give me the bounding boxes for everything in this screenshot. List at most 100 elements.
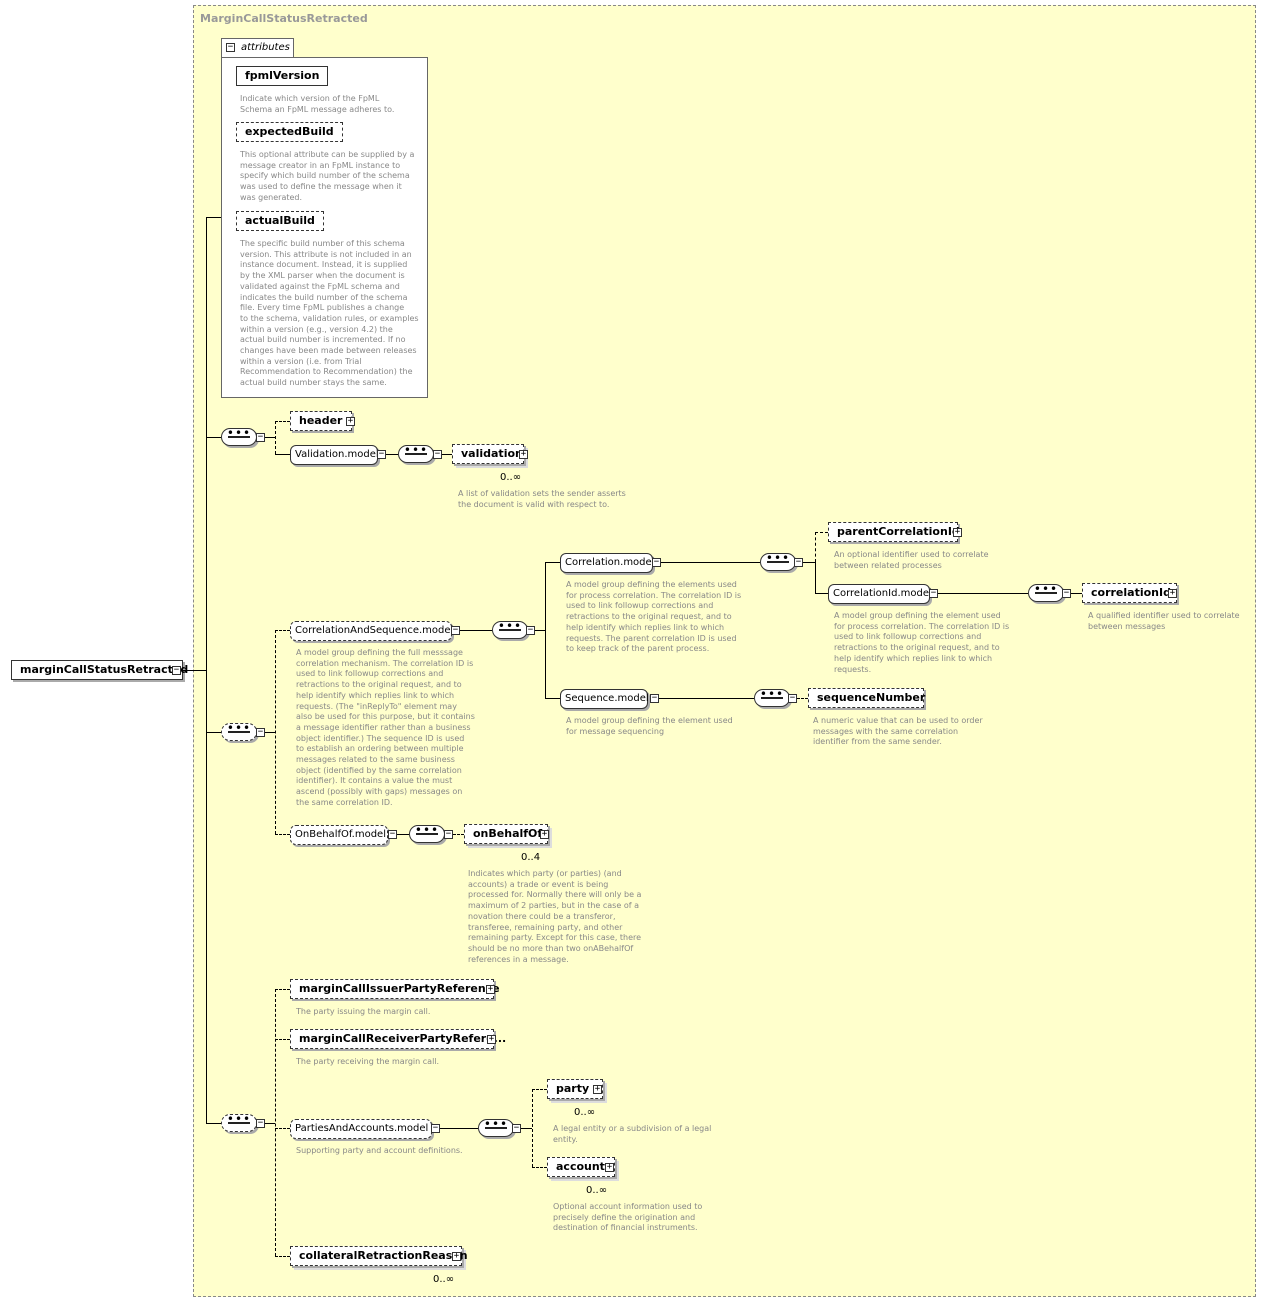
collapse-sequence-icon[interactable]: − bbox=[788, 693, 797, 703]
validation-cardinality: 0..∞ bbox=[500, 472, 522, 483]
element-parentCorrelationId[interactable]: parentCorrelationId bbox=[828, 522, 960, 542]
expand-retraction-reason-icon[interactable]: + bbox=[452, 1251, 461, 1261]
group-sequence-model[interactable]: Sequence.model bbox=[560, 689, 649, 709]
element-marginCallIssuerPartyReference[interactable]: marginCallIssuerPartyReference bbox=[290, 979, 500, 999]
element-marginCallReceiverPartyReference[interactable]: marginCallReceiverPartyRefere... bbox=[290, 1029, 506, 1049]
expand-header-icon[interactable]: + bbox=[346, 416, 355, 426]
connector bbox=[815, 562, 816, 593]
group-correlation-and-sequence-model-label: CorrelationAndSequence.model bbox=[295, 625, 454, 636]
collapse-correlationid-model-icon[interactable]: − bbox=[929, 588, 938, 598]
connector bbox=[386, 454, 398, 455]
sequence-compositor[interactable] bbox=[398, 443, 434, 463]
element-onBehalfOf[interactable]: onBehalfOf bbox=[464, 824, 548, 844]
collapse-sequence-icon[interactable]: − bbox=[512, 1123, 521, 1133]
connector bbox=[545, 562, 546, 699]
element-onBehalfOf-label: onBehalfOf bbox=[473, 827, 543, 840]
collapse-sequence-model-icon[interactable]: − bbox=[650, 693, 659, 703]
collapse-correlation-and-sequence-icon[interactable]: − bbox=[451, 625, 460, 635]
expand-correlationId-icon[interactable]: + bbox=[1168, 588, 1177, 598]
retraction-reason-cardinality: 0..∞ bbox=[433, 1274, 455, 1285]
connector bbox=[206, 217, 221, 218]
parties-and-accounts-desc: Supporting party and account definitions… bbox=[296, 1146, 463, 1155]
connector bbox=[275, 834, 290, 835]
element-account[interactable]: account bbox=[547, 1157, 615, 1177]
sequence-compositor[interactable] bbox=[221, 1112, 257, 1132]
group-correlation-and-sequence-model[interactable]: CorrelationAndSequence.model bbox=[290, 621, 454, 641]
sequence-compositor[interactable] bbox=[754, 687, 790, 707]
root-element[interactable]: marginCallStatusRetracted bbox=[11, 660, 188, 680]
collapse-sequence-icon[interactable]: − bbox=[794, 557, 803, 567]
collapse-parties-and-accounts-icon[interactable]: − bbox=[431, 1123, 440, 1133]
connector bbox=[275, 630, 276, 834]
collapse-onbehalfof-model-icon[interactable]: − bbox=[388, 829, 397, 839]
collapse-root-icon[interactable]: − bbox=[172, 665, 181, 675]
receiver-ref-desc: The party receiving the margin call. bbox=[296, 1057, 440, 1066]
group-correlationid-model[interactable]: CorrelationId.model bbox=[828, 584, 932, 604]
sequence-compositor[interactable] bbox=[492, 619, 528, 639]
attribute-expectedBuild[interactable]: expectedBuild bbox=[236, 122, 343, 142]
expand-receiver-ref-icon[interactable]: + bbox=[487, 1034, 496, 1044]
sequence-compositor[interactable] bbox=[221, 721, 257, 741]
element-parentCorrelationId-label: parentCorrelationId bbox=[837, 525, 960, 538]
expand-onBehalfOf-icon[interactable]: + bbox=[540, 829, 549, 839]
expand-issuer-ref-icon[interactable]: + bbox=[486, 984, 495, 994]
connector bbox=[275, 1039, 290, 1040]
attribute-actualBuild-desc: The specific build number of this schema… bbox=[240, 239, 419, 388]
connector bbox=[275, 989, 276, 1256]
connector bbox=[275, 421, 276, 454]
group-correlationid-model-label: CorrelationId.model bbox=[833, 588, 932, 599]
attribute-fpmlVersion[interactable]: fpmlVersion bbox=[236, 66, 329, 86]
connector bbox=[453, 834, 464, 835]
sequence-compositor[interactable] bbox=[1028, 582, 1064, 602]
collapse-sequence-icon[interactable]: − bbox=[433, 449, 442, 459]
element-account-label: account bbox=[556, 1160, 605, 1173]
group-validation-model-label: Validation.model bbox=[295, 449, 379, 460]
sequence-compositor[interactable] bbox=[478, 1117, 514, 1137]
element-header-label: header bbox=[299, 414, 343, 427]
party-desc: A legal entity or a subdivision of a leg… bbox=[553, 1124, 712, 1144]
account-cardinality: 0..∞ bbox=[586, 1185, 608, 1196]
element-marginCallReceiverPartyReference-label: marginCallReceiverPartyRefere... bbox=[299, 1032, 507, 1045]
connector bbox=[206, 437, 221, 438]
sequence-compositor[interactable] bbox=[409, 823, 445, 843]
group-onbehalfof-model[interactable]: OnBehalfOf.model bbox=[290, 825, 388, 845]
sequenceNumber-desc: A numeric value that can be used to orde… bbox=[813, 716, 983, 747]
collapse-sequence-icon[interactable]: − bbox=[256, 1118, 265, 1128]
connector bbox=[183, 670, 206, 671]
collapse-sequence-icon[interactable]: − bbox=[444, 829, 453, 839]
connector bbox=[275, 989, 290, 990]
group-validation-model[interactable]: Validation.model bbox=[290, 445, 379, 465]
account-desc: Optional account information used to pre… bbox=[553, 1202, 703, 1233]
sequence-compositor[interactable] bbox=[221, 426, 257, 446]
element-correlationId[interactable]: correlationId bbox=[1082, 583, 1177, 603]
connector bbox=[521, 1128, 532, 1129]
connector bbox=[659, 698, 754, 699]
sequence-compositor[interactable] bbox=[760, 551, 796, 571]
collapse-sequence-icon[interactable]: − bbox=[526, 625, 535, 635]
collapse-attributes-icon[interactable]: − bbox=[226, 42, 235, 52]
attribute-actualBuild[interactable]: actualBuild bbox=[236, 211, 324, 231]
group-correlation-model[interactable]: Correlation.model bbox=[560, 553, 654, 573]
element-validation[interactable]: validation bbox=[452, 444, 524, 464]
expand-validation-icon[interactable]: + bbox=[519, 449, 528, 459]
connector bbox=[275, 1128, 290, 1129]
element-correlationId-label: correlationId bbox=[1091, 586, 1171, 599]
expand-parentCorrelationId-icon[interactable]: + bbox=[953, 527, 962, 537]
collapse-validation-model-icon[interactable]: − bbox=[377, 449, 386, 459]
group-parties-and-accounts-model[interactable]: PartiesAndAccounts.model bbox=[290, 1119, 432, 1139]
root-element-label: marginCallStatusRetracted bbox=[20, 663, 189, 676]
expand-account-icon[interactable]: + bbox=[605, 1162, 614, 1172]
element-collateralRetractionReason[interactable]: collateralRetractionReason bbox=[290, 1246, 468, 1266]
correlation-and-sequence-desc: A model group defining the full messsage… bbox=[296, 648, 475, 807]
element-party[interactable]: party bbox=[547, 1079, 603, 1099]
collapse-correlation-model-icon[interactable]: − bbox=[652, 557, 661, 567]
collapse-sequence-icon[interactable]: − bbox=[256, 727, 265, 737]
element-header[interactable]: header bbox=[290, 411, 352, 431]
collapse-sequence-icon[interactable]: − bbox=[256, 432, 265, 442]
expand-party-icon[interactable]: + bbox=[593, 1084, 602, 1094]
connector bbox=[265, 437, 275, 438]
element-sequenceNumber[interactable]: sequenceNumber bbox=[808, 688, 925, 708]
attributes-tab[interactable]: attributes bbox=[221, 38, 294, 57]
collapse-sequence-icon[interactable]: − bbox=[1062, 588, 1071, 598]
connector bbox=[815, 532, 816, 562]
